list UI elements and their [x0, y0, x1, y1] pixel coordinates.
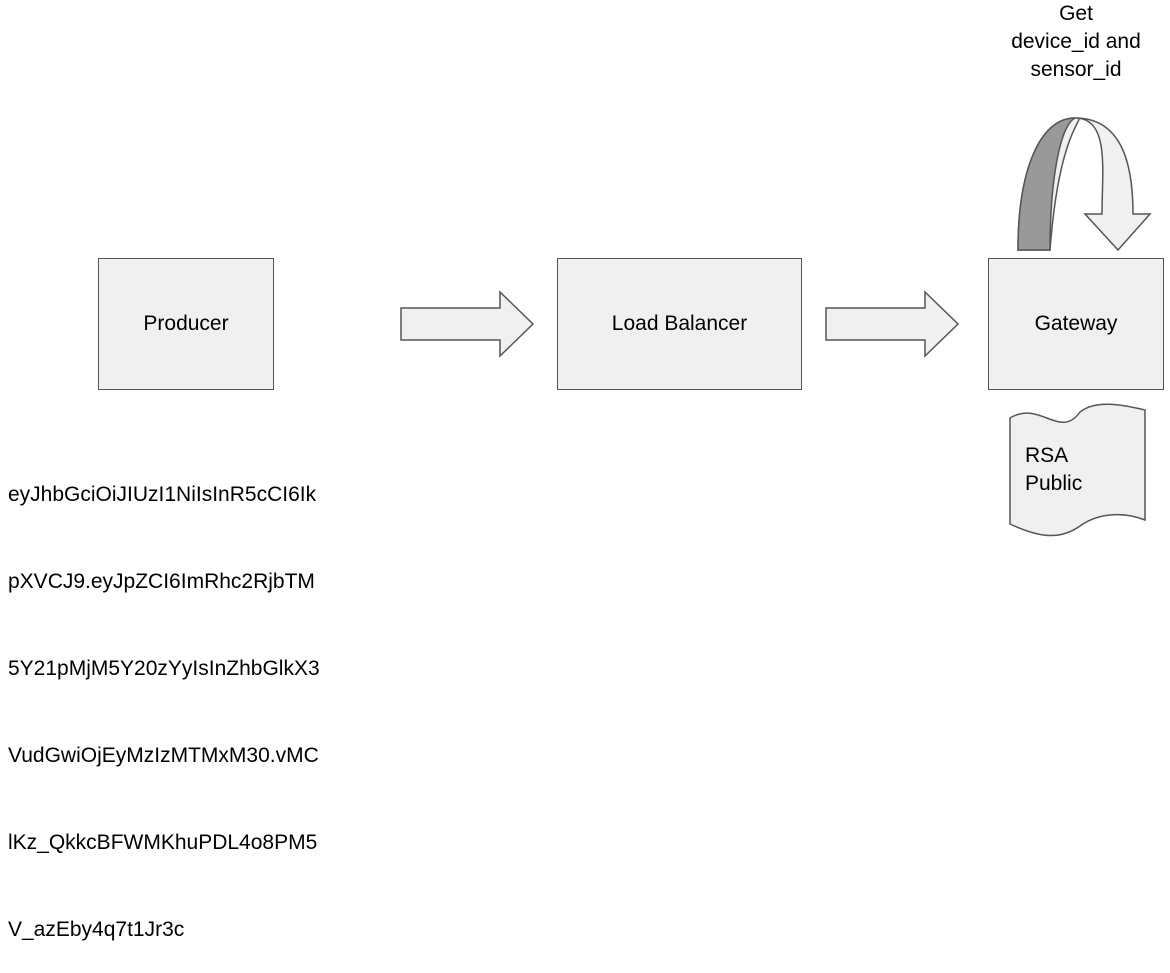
- diagram-canvas: [400, 117, 1152, 537]
- gateway-node: Gateway: [988, 258, 1164, 390]
- token-line: VudGwiOjEyMzIzMTMxM30.vMC: [8, 744, 319, 767]
- rsa-label-line: Public: [1025, 472, 1083, 495]
- rsa-document-shape: [1009, 403, 1146, 537]
- token-line: 5Y21pMjM5Y20zYyIsInZhbGlkX3: [8, 657, 320, 680]
- loop-label: Get device_id and sensor_id: [990, 0, 1162, 84]
- load-balancer-node: Load Balancer: [557, 258, 802, 390]
- load-balancer-label: Load Balancer: [611, 312, 748, 335]
- arrow-producer-to-lb: [400, 290, 535, 358]
- loop-label-line: device_id and: [1011, 30, 1141, 53]
- token-line: pXVCJ9.eyJpZCI6ImRhc2RjbTM: [8, 570, 315, 593]
- token-line: eyJhbGciOiJIUzI1NiIsInR5cCI6Ik: [8, 483, 317, 506]
- rsa-document-label: RSA Public: [1025, 442, 1082, 498]
- arrow-lb-to-gateway: [825, 290, 960, 358]
- jwt-token-text: eyJhbGciOiJIUzI1NiIsInR5cCI6Ik pXVCJ9.ey…: [8, 422, 320, 973]
- token-line: lKz_QkkcBFWMKhuPDL4o8PM5: [8, 831, 318, 854]
- producer-label: Producer: [143, 312, 229, 335]
- producer-node: Producer: [98, 258, 274, 390]
- token-line: V_azEby4q7t1Jr3c: [8, 918, 185, 941]
- loop-arrow: [1017, 117, 1152, 252]
- rsa-label-line: RSA: [1025, 444, 1069, 467]
- loop-label-line: sensor_id: [1030, 58, 1122, 81]
- gateway-label: Gateway: [1034, 312, 1118, 335]
- loop-label-line: Get: [1059, 2, 1093, 25]
